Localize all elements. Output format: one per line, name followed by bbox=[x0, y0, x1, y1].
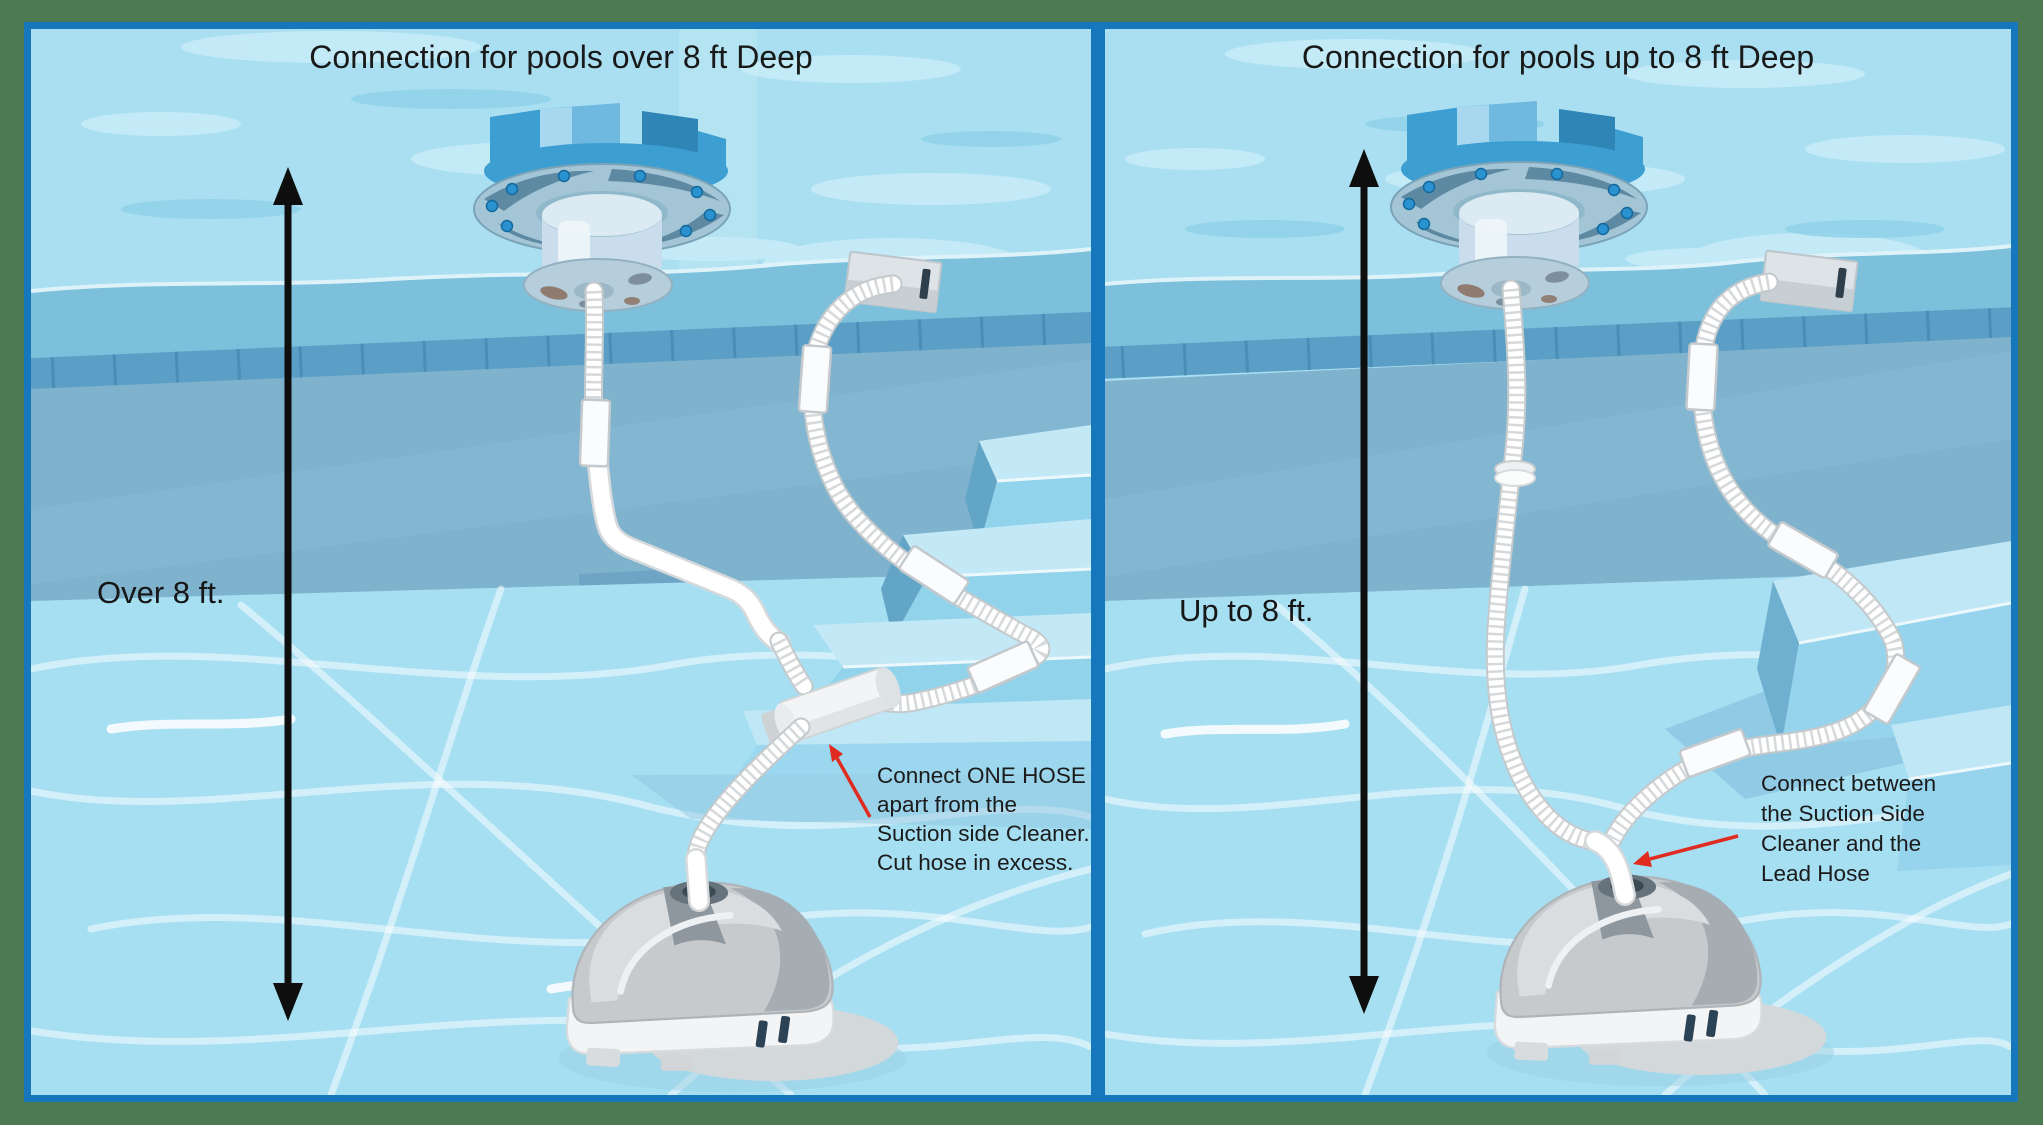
panel-up-to-8ft: Connection for pools up to 8 ft Deep Up … bbox=[1098, 22, 2018, 1102]
annotation-line: Suction side Cleaner. bbox=[877, 821, 1090, 846]
annotation-line: Connect ONE HOSE bbox=[877, 763, 1086, 788]
annotation-line: Cut hose in excess. bbox=[877, 850, 1074, 875]
annotation-callout: Connect ONE HOSE apart from the Suction … bbox=[877, 761, 1091, 877]
annotation-line: apart from the bbox=[877, 792, 1018, 817]
panel-title: Connection for pools up to 8 ft Deep bbox=[1301, 39, 1815, 75]
panel-title: Connection for pools over 8 ft Deep bbox=[309, 39, 813, 75]
tile-band bbox=[1105, 306, 2011, 380]
depth-label: Over 8 ft. bbox=[97, 575, 225, 610]
annotation-line: Connect between bbox=[1761, 771, 1937, 796]
cleaner-inlet-pipe bbox=[696, 859, 699, 901]
float-ring bbox=[1494, 460, 1536, 487]
annotation-line: Lead Hose bbox=[1761, 861, 1870, 886]
panel-over-8ft: Connection for pools over 8 ft Deep Over… bbox=[24, 22, 1098, 1102]
callout-arrow bbox=[1633, 834, 1739, 867]
callout-arrow bbox=[829, 744, 872, 818]
annotation-callout: Connect between the Suction Side Cleaner… bbox=[1761, 769, 1997, 889]
pool-scene-right bbox=[1105, 29, 2011, 1095]
drain-hose bbox=[1495, 289, 1596, 842]
annotation-line: Cleaner and the bbox=[1761, 831, 1922, 856]
pool-scene-left bbox=[31, 29, 1091, 1095]
depth-arrow bbox=[1349, 149, 1379, 1014]
depth-label: Up to 8 ft. bbox=[1179, 593, 1314, 628]
annotation-line: the Suction Side bbox=[1761, 801, 1925, 826]
depth-arrow bbox=[273, 167, 303, 1021]
